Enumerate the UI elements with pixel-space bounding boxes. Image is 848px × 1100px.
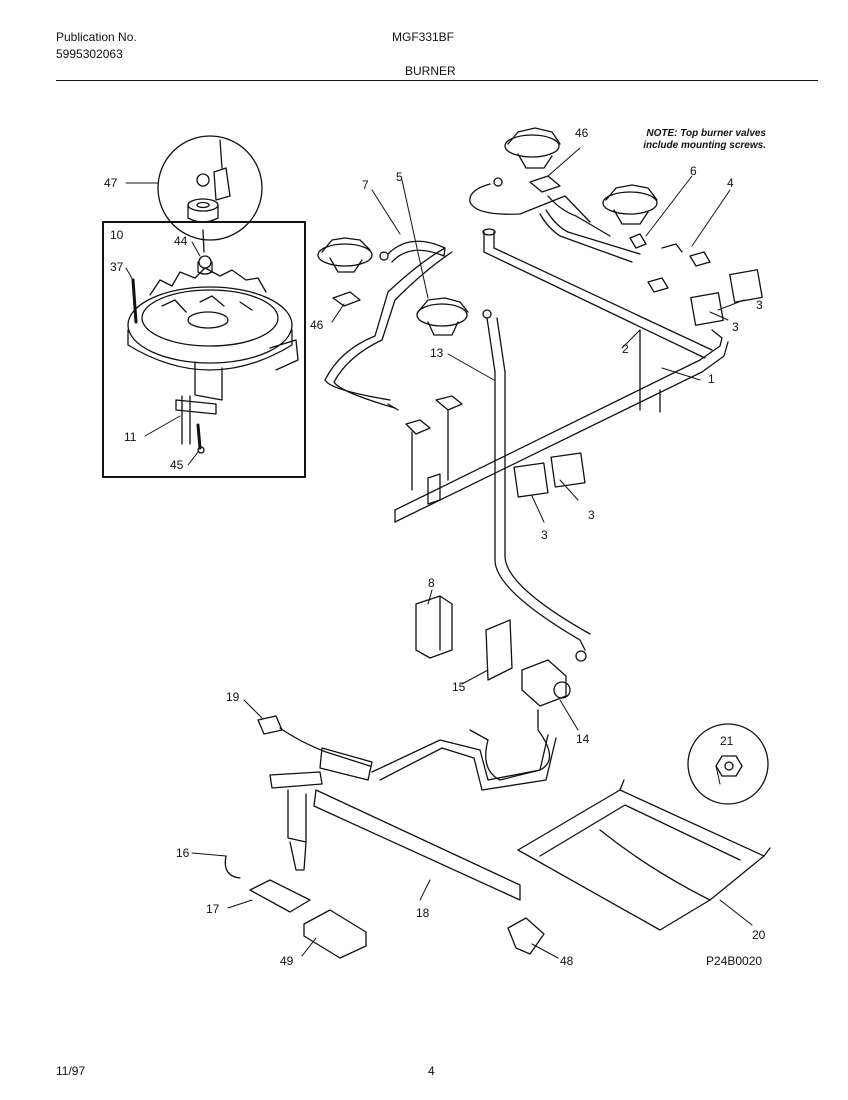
callout-3-a: 3 [756,298,763,312]
burner-valves [387,233,711,505]
bracket-46-right [529,175,561,193]
callout-13: 13 [430,346,444,360]
right-front-burner [602,184,658,225]
brace-2 [639,329,661,413]
footer-date: 11/97 [56,1064,86,1078]
callout-7: 7 [362,178,369,192]
note-line-2: include mounting screws. [643,140,766,151]
callout-3-d: 3 [541,528,548,542]
center-burner [416,297,492,336]
oven-feed-tube [371,734,557,791]
callout-18: 18 [416,906,430,920]
heat-shield-20 [517,779,771,931]
callout-16: 16 [176,846,190,860]
publication-number: 5995302063 [56,47,123,61]
left-rear-burner [317,237,446,273]
right-rear-burner [469,127,591,223]
callout-44: 44 [174,234,188,248]
note-line-1: NOTE: Top burner valves [646,128,766,139]
callout-48: 48 [560,954,574,968]
callout-46-left: 46 [310,318,324,332]
callout-10: 10 [110,228,124,242]
header-rule [56,80,818,81]
gas-tubes [324,195,641,651]
leader-lines [125,147,753,959]
callout-17: 17 [206,902,220,916]
callout-20: 20 [752,928,766,942]
callout-49: 49 [280,954,294,968]
spark-module-8 [415,595,453,659]
detail-circle-21 [687,723,769,805]
model-number: MGF331BF [392,30,455,44]
callout-3-c: 3 [588,508,595,522]
oven-sensor-19 [257,715,373,781]
callout-8: 8 [428,576,435,590]
callout-14: 14 [576,732,590,746]
inset-box-10 [102,221,306,478]
callout-3-b: 3 [732,320,739,334]
publication-label: Publication No. [56,30,137,44]
callout-45: 45 [170,458,184,472]
page-number: 4 [428,1064,435,1078]
diagram-id: P24B0020 [706,954,763,968]
callout-6: 6 [690,164,697,178]
callout-21: 21 [720,734,734,748]
detail-circle-47 [157,135,263,253]
callout-2: 2 [622,342,629,356]
callout-19: 19 [226,690,240,704]
callout-5: 5 [396,170,403,184]
bracket-49 [303,909,367,959]
section-title: BURNER [405,64,456,78]
callout-15: 15 [452,680,466,694]
clip-48 [507,917,545,955]
insulation-pads [513,269,763,498]
callout-4: 4 [727,176,734,190]
oven-burner-18 [224,771,521,901]
callout-11: 11 [124,430,137,444]
manifold-pipe [394,228,729,523]
pressure-regulator-14 [469,619,587,781]
callout-37: 37 [110,260,124,274]
bracket-46-left [332,291,361,307]
callout-47: 47 [104,176,118,190]
callout-1: 1 [708,372,715,386]
oven-igniter-17 [249,879,311,913]
callout-46-right: 46 [575,126,589,140]
